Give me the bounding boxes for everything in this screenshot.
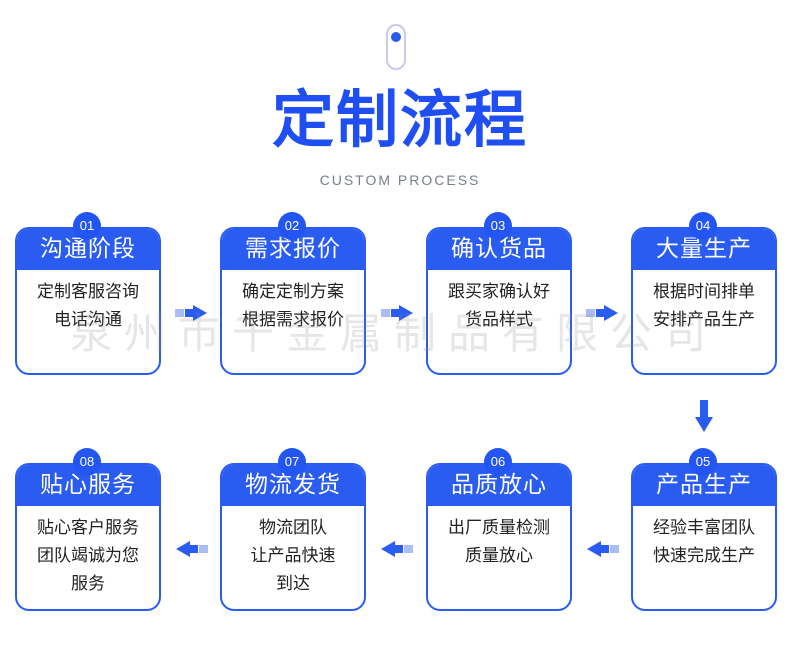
step-line: 根据需求报价 xyxy=(242,310,344,330)
step-line: 货品样式 xyxy=(465,310,533,330)
step-number: 06 xyxy=(484,448,512,476)
step-line: 物流团队 xyxy=(259,518,327,538)
step-card: 确认货品 跟买家确认好 货品样式 xyxy=(426,227,572,375)
arrow-down-icon xyxy=(695,400,713,432)
step-number: 05 xyxy=(689,448,717,476)
step-line: 定制客服咨询 xyxy=(37,282,139,302)
step-card: 品质放心 出厂质量检测 质量放心 xyxy=(426,463,572,611)
step-card: 产品生产 经验丰富团队 快速完成生产 xyxy=(631,463,777,611)
step-number: 08 xyxy=(73,448,101,476)
step-card: 大量生产 根据时间排单 安排产品生产 xyxy=(631,227,777,375)
step-line: 经验丰富团队 xyxy=(653,518,755,538)
step-line: 团队竭诚为您 xyxy=(37,546,139,566)
step-line: 快速完成生产 xyxy=(653,546,755,566)
step-line: 出厂质量检测 xyxy=(448,518,550,538)
step-line: 根据时间排单 xyxy=(653,282,755,302)
arrow-right-icon xyxy=(175,305,207,321)
arrow-left-icon xyxy=(381,541,413,557)
step-description: 经验丰富团队 快速完成生产 xyxy=(633,506,775,570)
step-card: 贴心服务 贴心客户服务 团队竭诚为您 服务 xyxy=(15,463,161,611)
step-card: 物流发货 物流团队 让产品快速 到达 xyxy=(220,463,366,611)
arrow-right-icon xyxy=(586,305,618,321)
step-line: 跟买家确认好 xyxy=(448,282,550,302)
step-number: 03 xyxy=(484,212,512,240)
step-line: 确定定制方案 xyxy=(242,282,344,302)
step-line: 到达 xyxy=(276,574,310,594)
indicator-dot xyxy=(391,32,401,42)
step-number: 02 xyxy=(278,212,306,240)
step-number: 04 xyxy=(689,212,717,240)
step-description: 确定定制方案 根据需求报价 xyxy=(222,270,364,334)
step-card: 需求报价 确定定制方案 根据需求报价 xyxy=(220,227,366,375)
step-description: 跟买家确认好 货品样式 xyxy=(428,270,570,334)
step-card: 沟通阶段 定制客服咨询 电话沟通 xyxy=(15,227,161,375)
step-line: 质量放心 xyxy=(465,546,533,566)
step-description: 贴心客户服务 团队竭诚为您 服务 xyxy=(17,506,159,598)
page-title: 定制流程 xyxy=(271,83,528,156)
step-line: 安排产品生产 xyxy=(653,310,755,330)
step-line: 电话沟通 xyxy=(54,310,122,330)
step-description: 物流团队 让产品快速 到达 xyxy=(222,506,364,598)
step-line: 让产品快速 xyxy=(250,546,336,566)
step-description: 定制客服咨询 电话沟通 xyxy=(17,270,159,334)
page-subtitle: CUSTOM PROCESS xyxy=(319,172,481,188)
scroll-indicator-icon xyxy=(386,24,406,70)
step-title: 贴心服务 xyxy=(17,465,159,506)
arrow-left-icon xyxy=(587,541,619,557)
arrow-left-icon xyxy=(176,541,208,557)
step-title: 品质放心 xyxy=(428,465,570,506)
step-line: 服务 xyxy=(71,574,105,594)
step-number: 01 xyxy=(73,212,101,240)
arrow-right-icon xyxy=(381,305,413,321)
step-number: 07 xyxy=(278,448,306,476)
step-line: 贴心客户服务 xyxy=(37,518,139,538)
step-description: 出厂质量检测 质量放心 xyxy=(428,506,570,570)
step-description: 根据时间排单 安排产品生产 xyxy=(633,270,775,334)
